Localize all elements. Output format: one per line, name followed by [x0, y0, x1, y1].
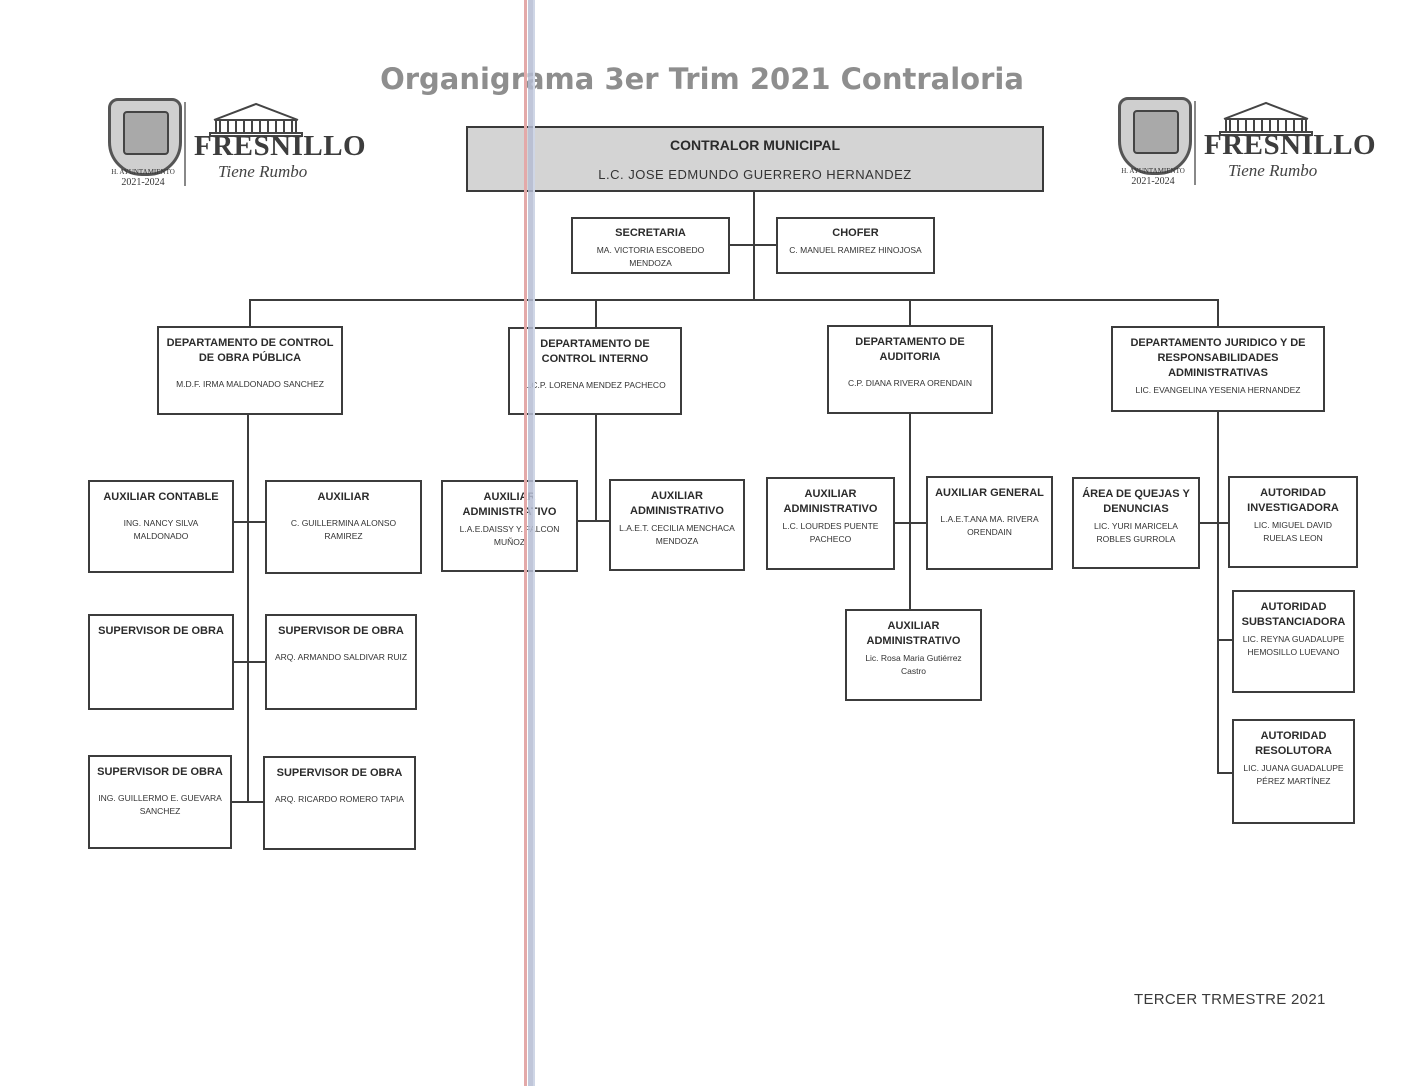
node-title: DEPARTAMENTO JURIDICO Y DE RESPONSABILID… [1130, 337, 1306, 379]
node-person: LIC. JUANA GUADALUPE PÉREZ MARTÍNEZ [1243, 763, 1344, 786]
node-dep-obra: DEPARTAMENTO DE CONTROL DE OBRA PÚBLICA … [157, 326, 343, 415]
node-sup-obra-1: SUPERVISOR DE OBRA [88, 614, 234, 710]
node-title: AUXILIAR GENERAL [935, 487, 1044, 499]
node-person: L.C.P. LORENA MENDEZ PACHECO [524, 380, 666, 390]
node-title: DEPARTAMENTO DE AUDITORIA [855, 336, 965, 363]
node-secretaria: SECRETARIA MA. VICTORIA ESCOBEDO MENDOZA [571, 217, 730, 274]
node-person: LIC. REYNA GUADALUPE HEMOSILLO LUEVANO [1242, 634, 1345, 657]
node-person: L.A.E.T.ANA MA. RIVERA ORENDAIN [940, 514, 1039, 537]
node-person: LIC. EVANGELINA YESENIA HERNANDEZ [1135, 385, 1301, 395]
node-person: C. GUILLERMINA ALONSO RAMIREZ [290, 518, 397, 541]
node-title: AUTORIDAD INVESTIGADORA [1247, 487, 1339, 514]
skyline-icon [1219, 101, 1313, 136]
scan-fold [528, 0, 533, 1086]
node-aux-adm-2: AUXILIAR ADMINISTRATIVO L.A.E.T. CECILIA… [609, 479, 745, 571]
node-title: AUXILIAR CONTABLE [103, 491, 219, 503]
node-person: Lic. Rosa Maria Gutiérrez Castro [865, 653, 962, 676]
node-title: SECRETARIA [615, 227, 686, 239]
node-person: L.A.E.DAISSY Y. FALCON MUÑOZ [459, 524, 560, 547]
page-title: Organigrama 3er Trim 2021 Contraloria [380, 62, 1024, 96]
node-dep-auditoria: DEPARTAMENTO DE AUDITORIA C.P. DIANA RIV… [827, 325, 993, 414]
node-resolutora: AUTORIDAD RESOLUTORA LIC. JUANA GUADALUP… [1232, 719, 1355, 824]
logo-brand: FRESNILLO [194, 130, 367, 162]
node-person: ARQ. RICARDO ROMERO TAPIA [274, 794, 405, 804]
node-aux-contable: AUXILIAR CONTABLE ING. NANCY SILVA MALDO… [88, 480, 234, 573]
scan-fold [524, 0, 527, 1086]
node-sup-obra-4: SUPERVISOR DE OBRA ARQ. RICARDO ROMERO T… [263, 756, 416, 850]
node-title: SUPERVISOR DE OBRA [276, 767, 403, 779]
logo-slogan: Tiene Rumbo [218, 162, 308, 181]
node-title: CONTRALOR MUNICIPAL [669, 137, 841, 153]
node-person: LIC. YURI MARICELA ROBLES GURROLA [1094, 521, 1178, 544]
node-title: AUXILIAR ADMINISTRATIVO [630, 490, 724, 517]
skyline-icon [209, 102, 303, 137]
logo-divider [184, 102, 186, 186]
node-chofer: CHOFER C. MANUEL RAMIREZ HINOJOSA [776, 217, 935, 274]
node-person: L.C. LOURDES PUENTE PACHECO [782, 521, 879, 544]
node-auxiliar: AUXILIAR C. GUILLERMINA ALONSO RAMIREZ [265, 480, 422, 574]
node-person: C.P. DIANA RIVERA ORENDAIN [847, 378, 973, 388]
logo-divider [1194, 101, 1196, 185]
logo-years: 2021-2024 [121, 177, 165, 188]
node-title: SUPERVISOR DE OBRA [98, 625, 224, 637]
node-person: L.A.E.T. CECILIA MENCHACA MENDOZA [619, 523, 735, 546]
node-title: AUTORIDAD RESOLUTORA [1255, 730, 1332, 757]
node-aux-adm-4: AUXILIAR ADMINISTRATIVO Lic. Rosa Maria … [845, 609, 982, 701]
node-aux-general: AUXILIAR GENERAL L.A.E.T.ANA MA. RIVERA … [926, 476, 1053, 570]
node-title: AUTORIDAD SUBSTANCIADORA [1241, 601, 1346, 628]
node-person: MA. VICTORIA ESCOBEDO MENDOZA [596, 245, 705, 268]
node-person: ARQ. ARMANDO SALDIVAR RUIZ [274, 652, 408, 662]
node-title: AUXILIAR ADMINISTRATIVO [866, 620, 961, 647]
node-aux-adm-1: AUXILIAR ADMINISTRATIVO L.A.E.DAISSY Y. … [441, 480, 578, 572]
node-title: ÁREA DE QUEJAS Y DENUNCIAS [1082, 488, 1190, 515]
node-dep-interno: DEPARTAMENTO DE CONTROL INTERNO L.C.P. L… [508, 327, 682, 415]
node-person: C. MANUEL RAMIREZ HINOJOSA [789, 245, 922, 255]
node-title: DEPARTAMENTO DE CONTROL INTERNO [540, 338, 650, 365]
seal-icon [108, 98, 182, 176]
logo-slogan: Tiene Rumbo [1228, 161, 1318, 180]
node-person: L.C. JOSE EDMUNDO GUERRERO HERNANDEZ [598, 167, 912, 182]
logo-ayuntamiento: H. AYUNTAMIENTO [1121, 167, 1185, 175]
node-dep-juridico: DEPARTAMENTO JURIDICO Y DE RESPONSABILID… [1111, 326, 1325, 412]
logo-years: 2021-2024 [1131, 176, 1175, 187]
node-title: DEPARTAMENTO DE CONTROL DE OBRA PÚBLICA [166, 337, 334, 364]
node-person: ING. GUILLERMO E. GUEVARA SANCHEZ [98, 793, 222, 816]
node-title: SUPERVISOR DE OBRA [97, 766, 223, 778]
node-sup-obra-2: SUPERVISOR DE OBRA ARQ. ARMANDO SALDIVAR… [265, 614, 417, 710]
node-person: M.D.F. IRMA MALDONADO SANCHEZ [176, 379, 324, 389]
node-quejas: ÁREA DE QUEJAS Y DENUNCIAS LIC. YURI MAR… [1072, 477, 1200, 569]
node-investigadora: AUTORIDAD INVESTIGADORA LIC. MIGUEL DAVI… [1228, 476, 1358, 568]
seal-icon [1118, 97, 1192, 175]
node-person: LIC. MIGUEL DAVID RUELAS LEON [1254, 520, 1332, 543]
node-title: AUXILIAR [317, 491, 370, 503]
logo-left: H. AYUNTAMIENTO 2021-2024 FRESNILLO Tien… [108, 98, 366, 193]
node-title: CHOFER [832, 227, 879, 239]
footer-label: TERCER TRMESTRE 2021 [1134, 991, 1326, 1008]
scan-fold [533, 0, 535, 1086]
logo-right: H. AYUNTAMIENTO 2021-2024 FRESNILLO Tien… [1118, 97, 1376, 192]
node-title: AUXILIAR ADMINISTRATIVO [783, 488, 878, 515]
node-title: SUPERVISOR DE OBRA [278, 625, 404, 637]
logo-ayuntamiento: H. AYUNTAMIENTO [111, 168, 175, 176]
node-aux-adm-3: AUXILIAR ADMINISTRATIVO L.C. LOURDES PUE… [766, 477, 895, 570]
node-sup-obra-3: SUPERVISOR DE OBRA ING. GUILLERMO E. GUE… [88, 755, 232, 849]
node-person: ING. NANCY SILVA MALDONADO [123, 518, 199, 541]
node-substanciadora: AUTORIDAD SUBSTANCIADORA LIC. REYNA GUAD… [1232, 590, 1355, 693]
node-title: AUXILIAR ADMINISTRATIVO [462, 491, 557, 518]
logo-brand: FRESNILLO [1204, 129, 1377, 161]
node-contralor: CONTRALOR MUNICIPAL L.C. JOSE EDMUNDO GU… [466, 126, 1044, 192]
